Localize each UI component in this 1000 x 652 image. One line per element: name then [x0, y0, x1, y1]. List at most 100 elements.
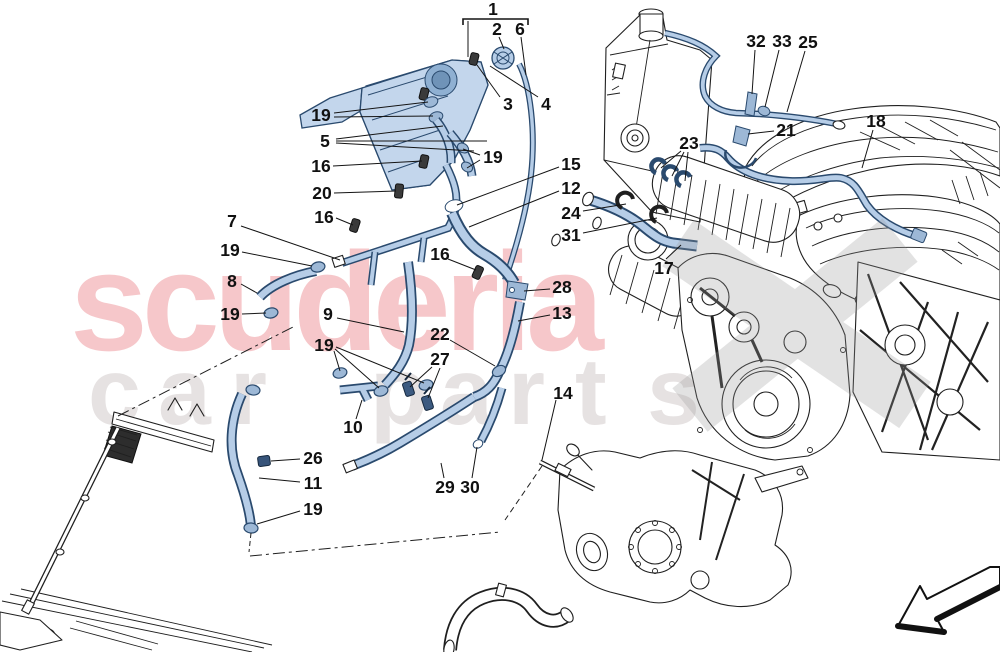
leader-line: [427, 367, 441, 399]
assembly-bracket: [462, 18, 529, 25]
callout-33: 33: [772, 31, 792, 51]
callout-19: 19: [314, 335, 334, 355]
leader-line: [333, 115, 434, 118]
leader-line: [333, 101, 429, 114]
callout-19: 19: [220, 240, 240, 260]
leader-line: [660, 150, 682, 169]
callout-12: 12: [561, 178, 581, 198]
clamp-21: [732, 125, 751, 147]
clamp-19: [263, 307, 279, 319]
water-pump-pipe: [443, 582, 574, 652]
leader-line: [517, 314, 551, 322]
clamp-19: [373, 385, 389, 397]
clamp-19: [243, 522, 259, 534]
leader-line: [258, 477, 301, 483]
callout-30: 30: [460, 477, 480, 497]
leader-line: [456, 166, 560, 206]
leader-line: [671, 151, 685, 177]
callout-10: 10: [343, 417, 363, 437]
leader-line: [240, 225, 341, 261]
watermark-letter: t: [575, 339, 607, 445]
clip-24: [615, 190, 635, 210]
leader-line: [582, 203, 627, 212]
leader-line: [334, 348, 380, 389]
leader-line: [861, 129, 874, 169]
leader-line: [335, 346, 425, 384]
bracket-28: [505, 280, 529, 301]
callout-11: 11: [304, 473, 323, 493]
leader-line: [270, 458, 301, 462]
leader-line: [332, 160, 423, 167]
callout-15: 15: [561, 154, 581, 174]
bolt-16: [471, 265, 484, 280]
leader-line: [468, 190, 560, 228]
leader-line: [466, 159, 481, 169]
callout-26: 26: [303, 448, 323, 468]
fittings-group: [243, 91, 771, 534]
callout-7: 7: [227, 211, 237, 231]
leader-line: [335, 217, 354, 226]
callout-16: 16: [314, 207, 334, 227]
clip-23: [674, 170, 693, 189]
callout-25: 25: [798, 32, 818, 52]
callout-20: 20: [312, 183, 332, 203]
watermark-tagline: carparts: [88, 339, 700, 445]
header-tank-group: [299, 46, 515, 191]
clip-23: [649, 157, 668, 176]
engine-assembly: [551, 105, 1000, 461]
callout-2: 2: [492, 19, 502, 39]
leader-line: [747, 130, 775, 135]
radiator-assembly: [0, 397, 273, 652]
direction-arrow: [895, 566, 1000, 635]
radiator-clip: [167, 397, 205, 417]
leader-line: [665, 244, 682, 260]
leader-line: [764, 49, 780, 108]
callout-27: 27: [430, 349, 449, 369]
callout-13: 13: [552, 303, 572, 323]
bracket-32: [744, 91, 758, 117]
clamp-22: [491, 364, 507, 378]
hose-network: [226, 29, 928, 528]
watermark-underlayer: scuderia carparts: [70, 223, 700, 445]
leader-line: [335, 125, 444, 140]
leader-line: [240, 283, 258, 294]
leader-line: [462, 148, 481, 156]
callout-28: 28: [552, 277, 572, 297]
leader-line: [498, 36, 505, 50]
leader-line: [335, 142, 475, 152]
callout-17: 17: [654, 258, 673, 278]
callout-19: 19: [311, 105, 331, 125]
leader-line: [684, 151, 689, 182]
leader-line: [241, 312, 267, 315]
callout-3: 3: [503, 94, 513, 114]
clip-26: [257, 454, 271, 468]
callout-19: 19: [303, 499, 323, 519]
callout-14: 14: [553, 383, 573, 403]
leader-line: [489, 65, 539, 98]
callout-5: 5: [320, 131, 330, 151]
callout-32: 32: [746, 31, 766, 51]
leader-line: [523, 288, 551, 292]
callout-19: 19: [220, 304, 240, 324]
leader-line: [333, 350, 341, 372]
leader-line: [520, 36, 527, 76]
adapter-30: [472, 439, 484, 449]
leader-line: [447, 258, 477, 271]
callout-8: 8: [227, 271, 237, 291]
leader-line: [409, 366, 433, 388]
reference-lines: [117, 326, 543, 557]
clip-23: [661, 164, 680, 183]
callout-16: 16: [311, 156, 331, 176]
clamp-19: [245, 384, 261, 396]
callout-31: 31: [561, 225, 581, 245]
callout-16: 16: [430, 244, 450, 264]
leader-line: [449, 339, 496, 367]
watermark-x-mark: [662, 218, 931, 432]
callout-21: 21: [776, 120, 796, 140]
leader-line: [440, 462, 445, 479]
callout-4: 4: [541, 94, 551, 114]
callout-19: 19: [483, 147, 503, 167]
